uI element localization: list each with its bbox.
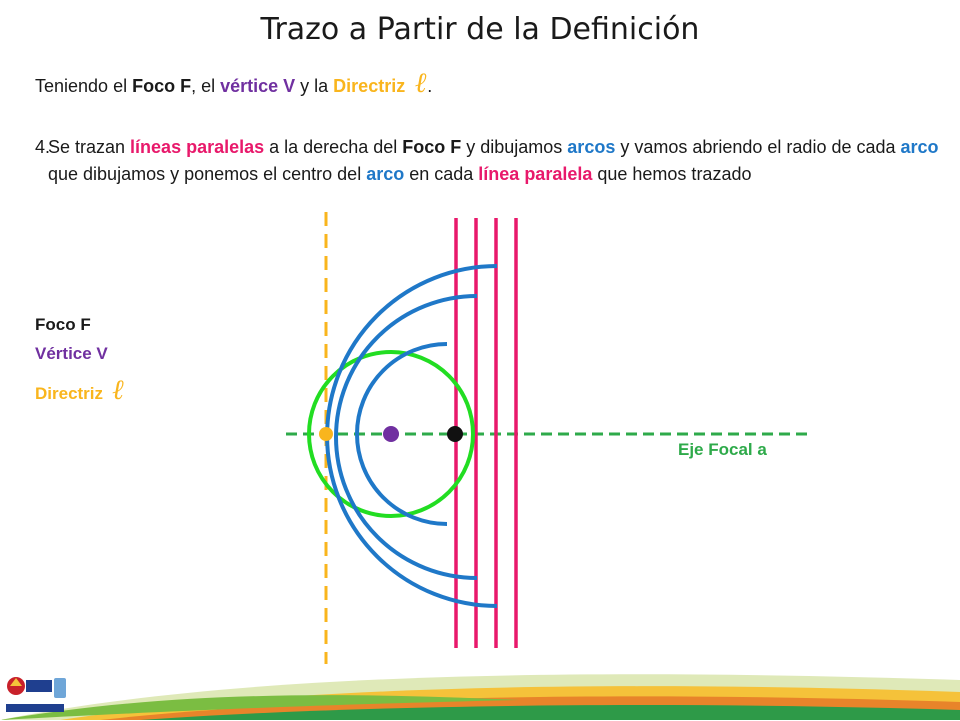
- step-part: Se trazan: [48, 137, 131, 157]
- vertex-point: [383, 426, 399, 442]
- legend-directriz: Directriz ℓ: [35, 376, 124, 404]
- intro-part: .: [427, 76, 433, 96]
- intro-vertice: vértice V: [220, 76, 296, 96]
- upav-logo: [4, 672, 68, 716]
- legend-directriz-label: Directriz: [35, 384, 104, 403]
- step-linea-paralela: línea paralela: [478, 164, 593, 184]
- logo-icon: [6, 677, 66, 712]
- intro-part: y la: [295, 76, 334, 96]
- step-part: en cada: [404, 164, 479, 184]
- blue-arc: [355, 342, 448, 526]
- step-part: que hemos trazado: [592, 164, 752, 184]
- step-part: que dibujamos y ponemos el centro del: [48, 164, 367, 184]
- step-number: 4.: [35, 137, 51, 157]
- step-part: y dibujamos: [461, 137, 568, 157]
- directrix-point: [319, 427, 333, 441]
- intro-directriz: Directriz: [333, 76, 406, 96]
- step-part: y vamos abriendo el radio de cada: [615, 137, 901, 157]
- green-arc: [307, 350, 475, 519]
- step-arco: arco: [900, 137, 939, 157]
- step-lineas-paralelas: líneas paralelas: [130, 137, 265, 157]
- focal-axis-label: Eje Focal a: [678, 440, 767, 459]
- footer-swoosh: [0, 674, 960, 720]
- directrix-ell-symbol: ℓ: [415, 66, 428, 99]
- legend-foco: Foco F: [35, 315, 91, 334]
- intro-text: Teniendo el Foco F, el vértice V y la Di…: [35, 69, 433, 97]
- legend-ell-symbol: ℓ: [112, 373, 125, 406]
- intro-part: , el: [191, 76, 221, 96]
- blue-arc: [334, 294, 478, 580]
- step-part: a la derecha del: [264, 137, 403, 157]
- intro-part: Teniendo el: [35, 76, 133, 96]
- step-arcos: arcos: [567, 137, 616, 157]
- slide-title: Trazo a Partir de la Definición: [260, 12, 700, 47]
- intro-foco: Foco F: [132, 76, 192, 96]
- step-4-text: 4. Se trazan líneas paralelas a la derec…: [35, 134, 950, 188]
- legend-vertice: Vértice V: [35, 344, 108, 363]
- step-foco: Foco F: [402, 137, 462, 157]
- focus-point: [447, 426, 463, 442]
- step-arco: arco: [366, 164, 405, 184]
